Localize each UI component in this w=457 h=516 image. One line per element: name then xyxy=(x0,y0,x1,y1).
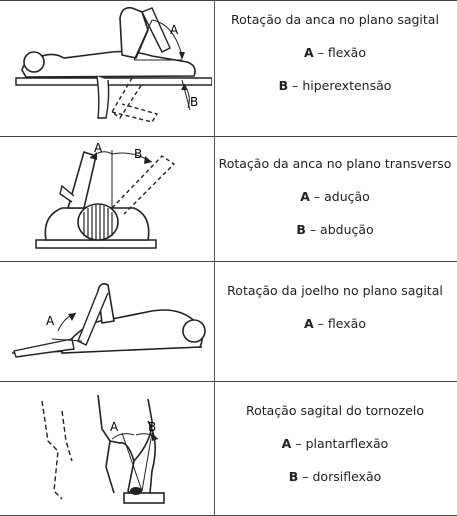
table-row: A Rotação da joelho no plano sagital A –… xyxy=(0,261,457,381)
angle-label: B xyxy=(148,420,156,434)
row-description: Rotação da anca no plano transverso A – … xyxy=(216,156,454,237)
hip-transverse-illustration: A B xyxy=(2,136,212,261)
list-item: B – dorsiflexão xyxy=(216,469,454,484)
list-item: A – flexão xyxy=(216,316,454,331)
table-row: A B Rotação da anca no plano transverso … xyxy=(0,136,457,261)
row-title: Rotação da joelho no plano sagital xyxy=(216,283,454,298)
row-description: Rotação sagital do tornozelo A – plantar… xyxy=(216,403,454,484)
list-item: A – plantarflexão xyxy=(216,436,454,451)
angle-label: B xyxy=(190,95,198,109)
angle-label: A xyxy=(46,314,55,328)
row-description: Rotação da joelho no plano sagital A – f… xyxy=(216,283,454,331)
knee-sagital-illustration: A xyxy=(2,261,212,381)
ankle-sagital-illustration: A B xyxy=(2,381,212,515)
list-item: B – hiperextensão xyxy=(216,78,454,93)
row-title: Rotação da anca no plano transverso xyxy=(216,156,454,171)
row-description: Rotação da anca no plano sagital A – fle… xyxy=(216,12,454,93)
list-item: B – abdução xyxy=(216,222,454,237)
table-row: A B Rotação sagital do tornozelo A – pla… xyxy=(0,381,457,515)
angle-label: A xyxy=(94,141,103,155)
angle-label: A xyxy=(110,420,119,434)
hip-sagital-illustration: A B xyxy=(2,0,212,136)
row-title: Rotação da anca no plano sagital xyxy=(216,12,454,27)
table-row: A B Rotação da anca no plano sagital A –… xyxy=(0,0,457,136)
list-item: A – flexão xyxy=(216,45,454,60)
row-title: Rotação sagital do tornozelo xyxy=(216,403,454,418)
list-item: A – adução xyxy=(216,189,454,204)
angle-label: A xyxy=(170,23,179,37)
angle-label: B xyxy=(134,147,142,161)
